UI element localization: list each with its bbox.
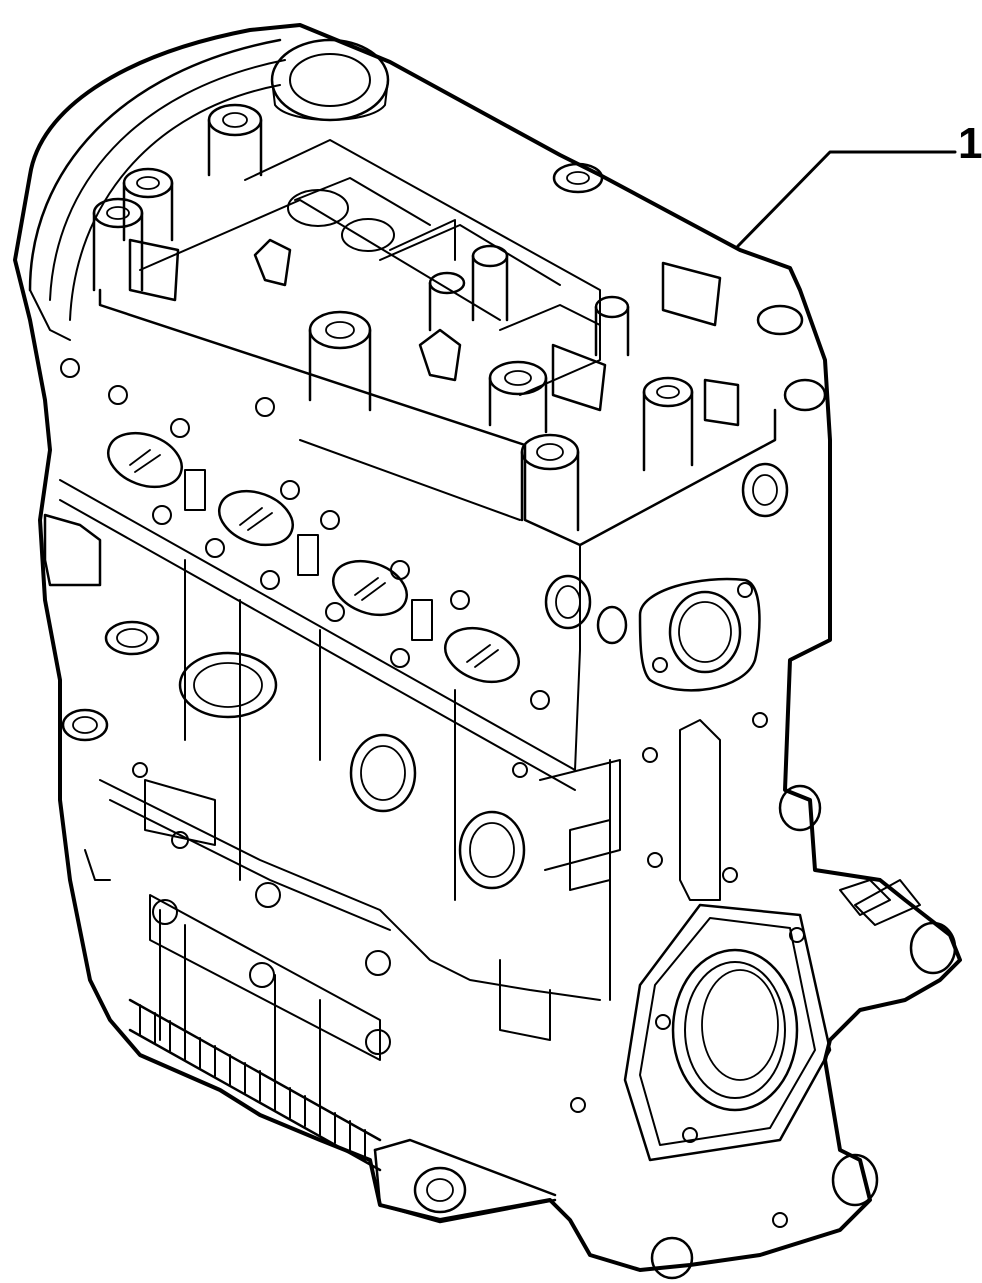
cylinder-head-cover <box>98 139 777 771</box>
cam-cover-bosses <box>92 103 827 532</box>
head-bolt-holes <box>60 358 550 710</box>
oil-pan-flange <box>128 998 382 1172</box>
water-outlet-housing <box>544 462 789 692</box>
frost-plugs <box>349 733 526 890</box>
boss <box>488 360 548 434</box>
boss <box>552 162 604 194</box>
engine-outline <box>13 23 962 1272</box>
boss <box>642 376 694 472</box>
boss <box>308 310 372 412</box>
block-ribs <box>59 479 621 1106</box>
detail-holes <box>132 712 788 1228</box>
boss <box>122 167 174 242</box>
boss <box>428 271 466 332</box>
boss <box>756 304 827 412</box>
boss <box>92 197 144 292</box>
boss <box>520 433 580 532</box>
oil-filler-cap <box>270 38 390 122</box>
exhaust-ports <box>107 431 520 684</box>
boss <box>207 103 263 177</box>
block-ports <box>43 513 278 742</box>
bellhousing-flange <box>373 1138 557 1224</box>
boss <box>594 295 630 357</box>
boss <box>471 244 509 322</box>
callout-label-1: 1 <box>958 119 982 168</box>
timing-belt-cover <box>28 38 286 341</box>
harness-clips <box>128 238 740 427</box>
rear-main-seal-housing <box>623 719 957 1280</box>
callout-leader-line <box>736 150 957 248</box>
